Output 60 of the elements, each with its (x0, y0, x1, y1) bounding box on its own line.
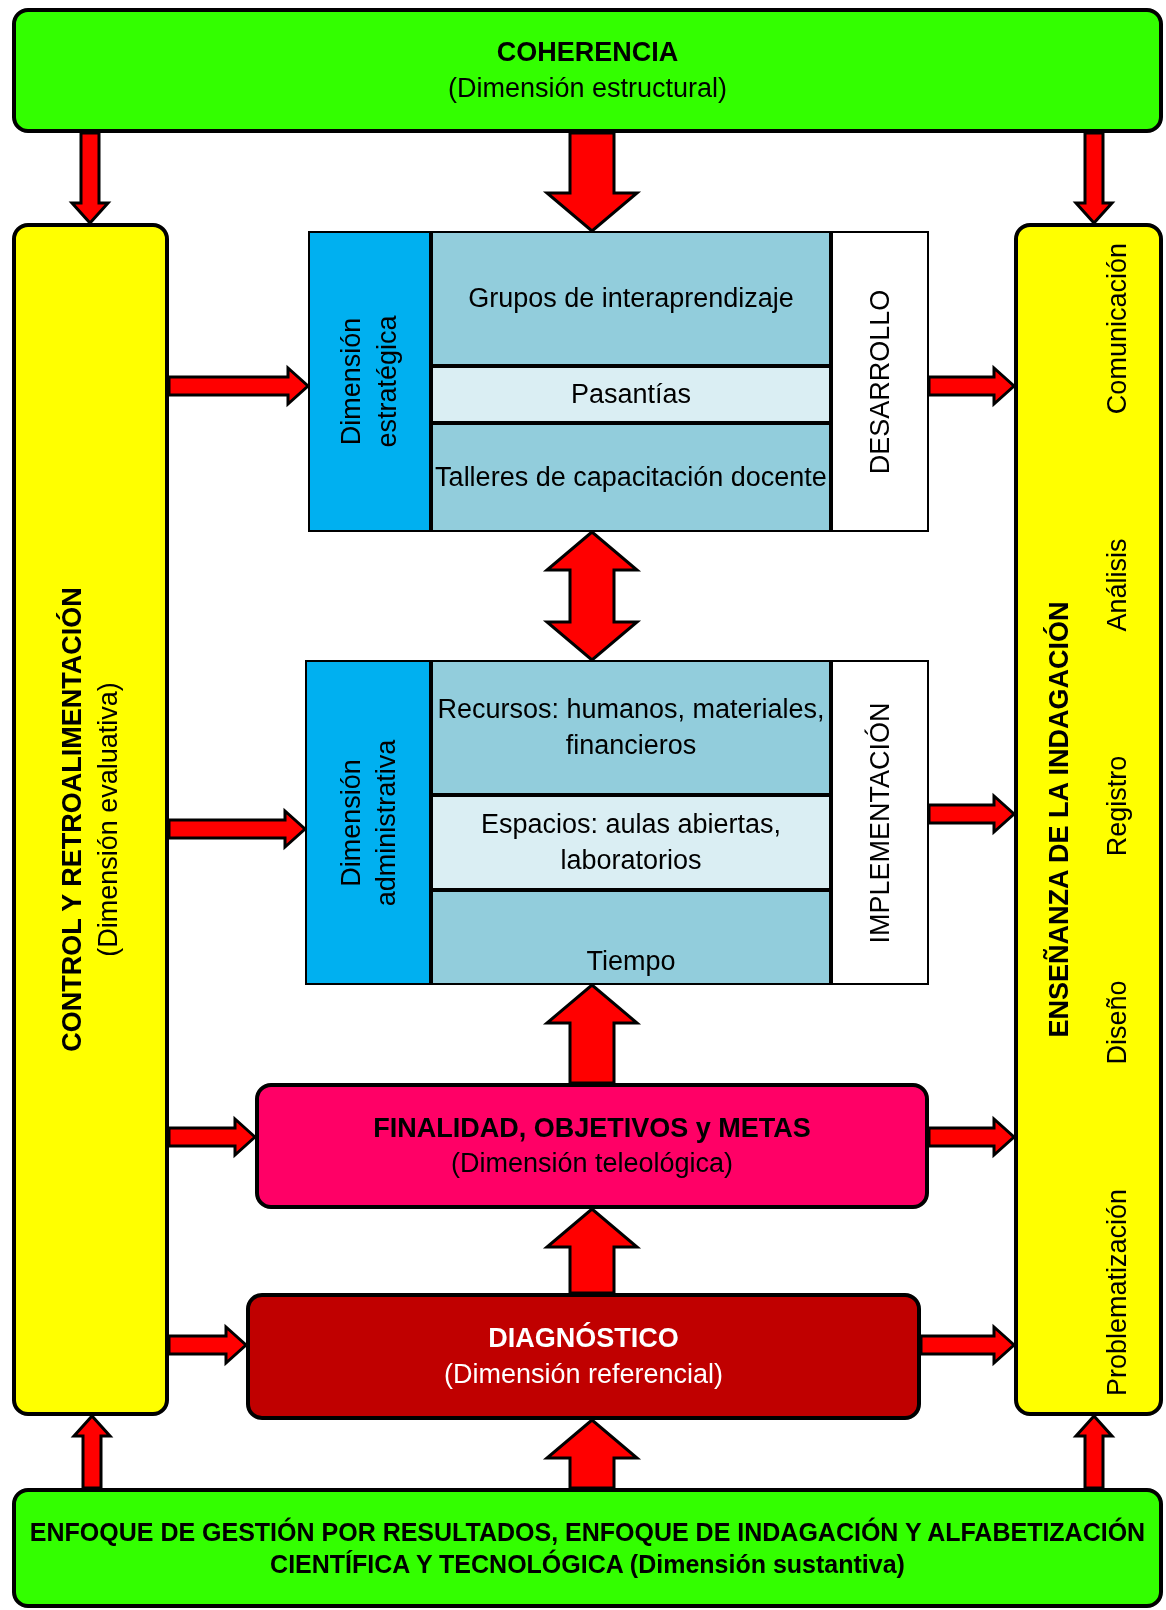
stage-label: Registro (1100, 755, 1133, 857)
table-frame (305, 660, 929, 985)
cell-text: Espacios: aulas abiertas, laboratorios (479, 808, 783, 877)
dimension-banner (12, 1488, 1163, 1608)
block-arrow (167, 807, 308, 851)
block-arrow (167, 1323, 249, 1367)
block-arrow (70, 1413, 114, 1490)
stage-label: Análisis (1100, 538, 1133, 632)
block-arrow (542, 131, 642, 233)
cell-text: Dimensión estratégica (335, 314, 403, 450)
table-cell (310, 233, 429, 530)
block-arrow (542, 1418, 642, 1490)
stage-label: Problematización (1100, 1188, 1133, 1396)
box-heading: ENFOQUE DE GESTIÓN POR RESULTADOS, ENFOQUE DE INDAGACIÓN Y ALFABETIZACIÓN CIENTÍFICA Y TECNOLÓGICA (Dimensión sustantiva) (28, 1516, 1147, 1580)
block-arrow (542, 1207, 642, 1295)
stage-label: Diseño (1100, 980, 1133, 1065)
dimension-column (12, 223, 169, 1416)
block-arrow (919, 1323, 1017, 1367)
dimension-banner (12, 8, 1163, 133)
cell-text: DESARROLLO (863, 289, 896, 474)
dimension-box (255, 1083, 929, 1209)
cell-text: IMPLEMENTACIÓN (863, 702, 896, 943)
table-cell (433, 233, 829, 364)
block-arrow (167, 364, 311, 408)
dimension-box (246, 1293, 921, 1420)
cell-text: Dimensión administrativa (333, 738, 401, 908)
box-heading: DIAGNÓSTICO (488, 1321, 679, 1356)
cell-text: Pasantías (570, 377, 692, 411)
box-heading: COHERENCIA (496, 36, 679, 70)
block-arrow (1072, 1413, 1116, 1490)
box-heading: FINALIDAD, OBJETIVOS y METAS (373, 1111, 811, 1145)
table-cell (433, 368, 829, 421)
table-cell (433, 892, 829, 983)
table-cell (833, 233, 927, 530)
cell-text: Tiempo (586, 944, 676, 978)
box-subtitle: (Dimensión teleológica) (450, 1147, 734, 1180)
box-subtitle: (Dimensión evaluativa) (91, 682, 124, 957)
table-cell (433, 797, 829, 888)
table-cell (307, 662, 429, 983)
block-arrow (927, 364, 1017, 408)
cell-text: Talleres de capacitación docente (435, 460, 827, 494)
table-cell (433, 662, 829, 793)
table-cell (433, 425, 829, 530)
box-heading: ENSEÑANZA DE LA INDAGACIÓN (1042, 601, 1076, 1038)
stage-label: Comunicación (1100, 243, 1133, 415)
table-frame (308, 231, 929, 532)
block-arrow (68, 131, 112, 226)
table-cell (833, 662, 927, 983)
block-arrow (927, 1115, 1017, 1159)
box-heading: CONTROL Y RETROALIMENTACIÓN (55, 587, 89, 1052)
cell-text: Grupos de interaprendizaje (468, 281, 794, 315)
cell-text: Recursos: humanos, materiales, financieros (436, 693, 826, 762)
block-arrow (542, 983, 642, 1085)
block-arrow (542, 530, 642, 662)
block-arrow (167, 1115, 258, 1159)
box-subtitle: (Dimensión estructural) (447, 71, 728, 105)
block-arrow (927, 792, 1017, 836)
box-subtitle: (Dimensión referencial) (443, 1357, 724, 1391)
block-arrow (1072, 131, 1116, 226)
dimension-column (1014, 223, 1163, 1416)
